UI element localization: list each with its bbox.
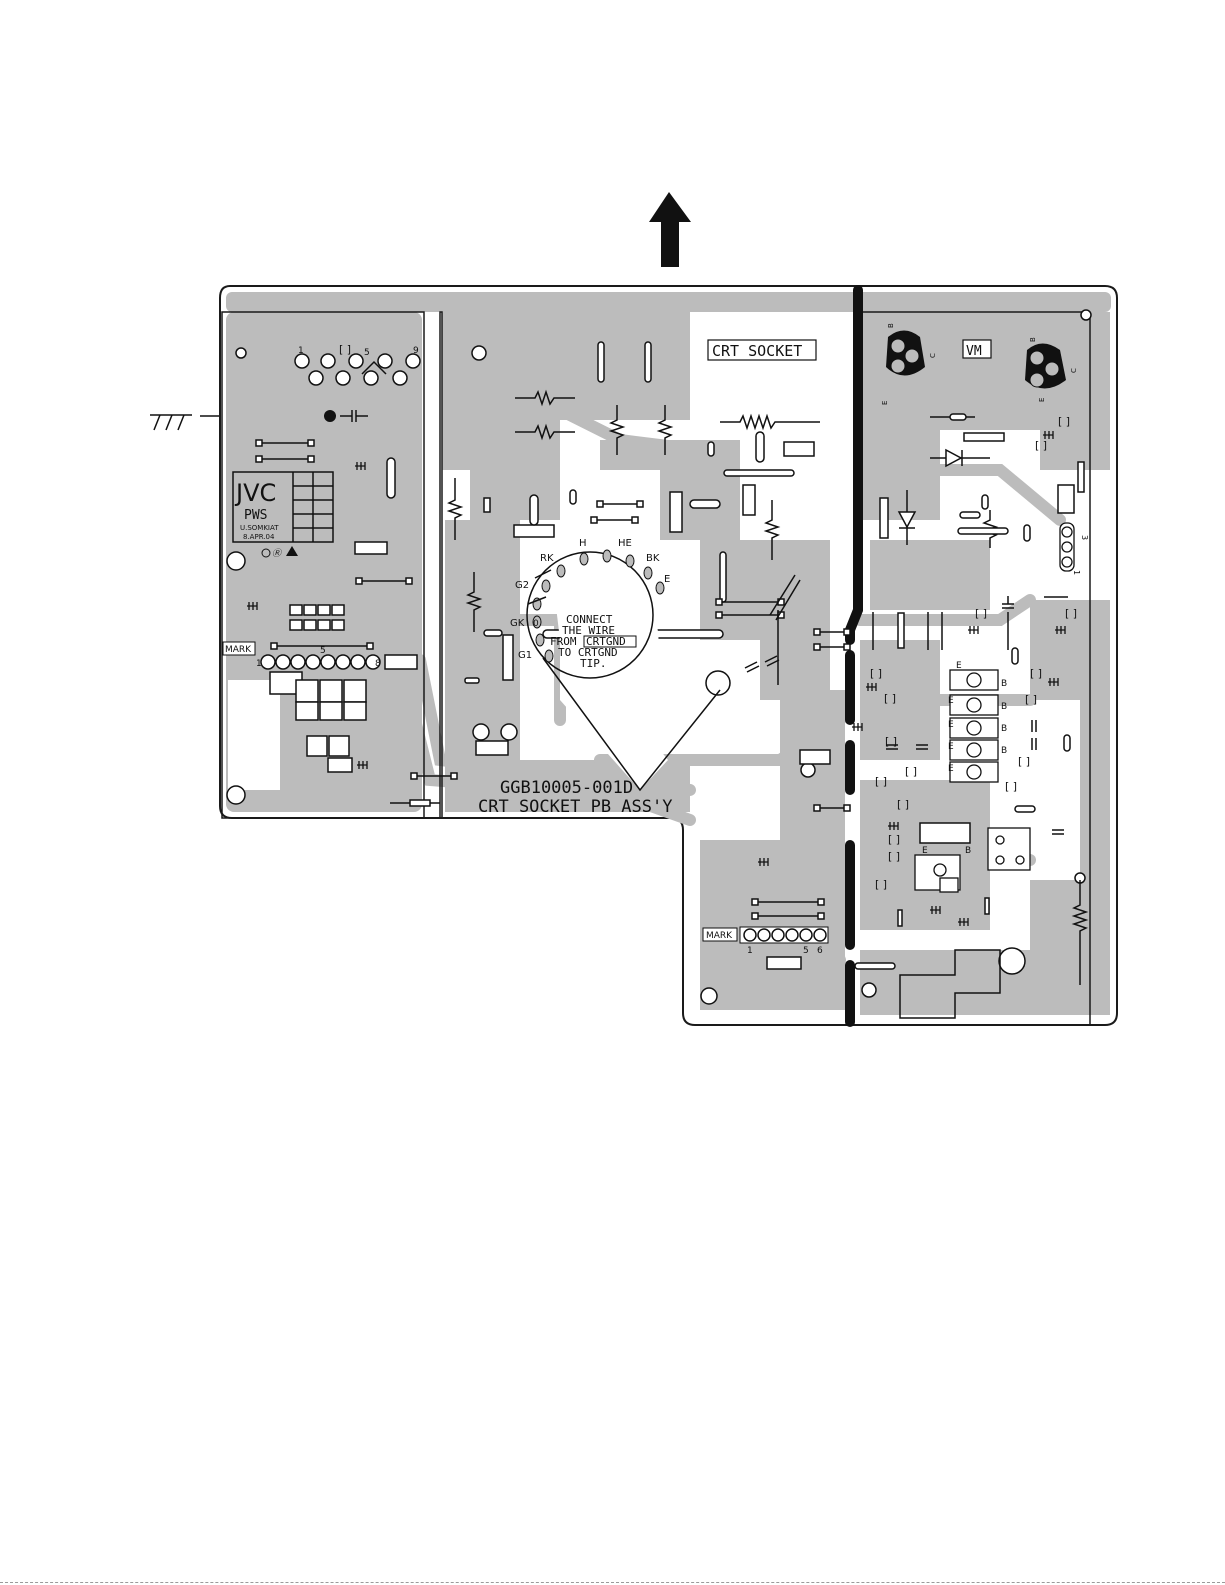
svg-text:[ ]: [ ] [905, 765, 917, 778]
socket-pin-h: H [579, 538, 587, 549]
lead-c-1: C [929, 353, 937, 358]
svg-text:E: E [948, 696, 954, 706]
pin-label-5-top: 5 [364, 348, 370, 358]
page-bottom-rule [0, 1582, 1225, 1583]
svg-text:E: E [922, 846, 928, 856]
small-transistor [1060, 523, 1074, 571]
svg-text:[ ]: [ ] [888, 833, 900, 846]
part-number: GGB10005-001D [500, 778, 633, 798]
svg-text:B: B [1001, 679, 1007, 689]
socket-pin-he: HE [618, 538, 632, 549]
svg-text:E: E [956, 661, 962, 671]
chassis-ground-icon [150, 415, 192, 430]
socket-pin-bk: BK [646, 553, 660, 564]
pin-label-3: 3 [1080, 535, 1089, 540]
pin-label-6-bottom: 6 [817, 946, 823, 956]
lead-e-2: E [1038, 398, 1046, 402]
svg-text:B: B [1001, 724, 1007, 734]
svg-text:E: E [948, 742, 954, 752]
svg-text:[ ]: [ ] [1065, 607, 1077, 620]
assembly-name: CRT SOCKET PB ASS'Y [478, 797, 672, 817]
svg-text:[ ]: [ ] [870, 667, 882, 680]
svg-text:E: E [948, 764, 954, 774]
svg-text:[ ]: [ ] [1005, 780, 1017, 793]
pin-label-5-left: 5 [320, 646, 326, 656]
svg-text:E: E [948, 720, 954, 730]
connector-bottom-row [740, 927, 828, 943]
svg-text:B: B [1001, 746, 1007, 756]
pin-label-1-top: 1 [298, 346, 304, 356]
socket-pin-0: 0 [533, 619, 539, 629]
svg-text:[ ]: [ ] [1035, 439, 1047, 452]
lead-c-2: C [1070, 368, 1078, 373]
vm-label: VM [966, 344, 982, 359]
svg-text:[ ]: [ ] [1025, 693, 1037, 706]
socket-note-line6: TIP. [580, 657, 607, 670]
svg-text:B: B [965, 846, 971, 856]
svg-text:[ ]: [ ] [975, 607, 987, 620]
svg-text:B: B [1001, 702, 1007, 712]
model-label: PWS [244, 508, 267, 523]
svg-text:[ ]: [ ] [339, 343, 351, 356]
svg-text:[ ]: [ ] [875, 775, 887, 788]
pin-label-5-bottom: 5 [803, 946, 809, 956]
lead-e-1: E [881, 401, 889, 405]
svg-text:[ ]: [ ] [884, 692, 896, 705]
designer-label: U.SOMKIAT [240, 524, 279, 532]
brand-logo: JVC [234, 479, 276, 507]
pin-label-8-left: 8 [375, 659, 381, 669]
svg-text:[ ]: [ ] [897, 798, 909, 811]
socket-pin-rk: RK [540, 553, 554, 564]
mark-tag-left-label: MARK [225, 645, 252, 655]
svg-text:[ ]: [ ] [885, 735, 897, 748]
svg-text:[ ]: [ ] [888, 850, 900, 863]
pin-label-1-left: 1 [256, 659, 262, 669]
up-arrow-icon [649, 192, 691, 267]
svg-text:[ ]: [ ] [1018, 755, 1030, 768]
pin-label-9-top: 9 [413, 346, 419, 356]
pin-label-1-right: 1 [1072, 570, 1081, 575]
svg-text:[ ]: [ ] [1058, 415, 1070, 428]
mark-tag-bottom-label: MARK [706, 931, 733, 941]
socket-pin-e: E [664, 574, 670, 585]
lead-b-1: B [887, 323, 895, 328]
socket-title: CRT SOCKET [712, 342, 802, 360]
socket-pin-g1: G1 [518, 650, 532, 661]
svg-text:[ ]: [ ] [1030, 667, 1042, 680]
pin-label-1-bottom: 1 [747, 946, 753, 956]
socket-pin-g2: G2 [515, 580, 529, 591]
date-label: 8.APR.04 [243, 533, 275, 541]
ground-point [324, 410, 336, 422]
socket-pin-gk: GK [510, 618, 525, 629]
lead-b-2: B [1029, 337, 1037, 342]
svg-text:[ ]: [ ] [875, 878, 887, 891]
